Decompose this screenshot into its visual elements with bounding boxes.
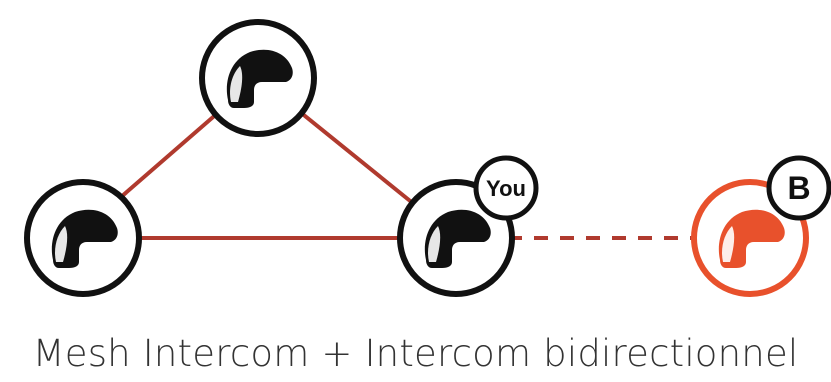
diagram-caption: Mesh Intercom + Intercom bidirectionnel [32,332,799,375]
node-b: B [691,155,831,297]
node-left [24,179,142,297]
you-badge: You [473,155,539,221]
you-badge-label: You [486,176,526,201]
b-badge: B [766,155,831,221]
node-you: You [397,155,539,297]
b-badge-label: B [787,170,810,206]
node-top [199,19,317,137]
